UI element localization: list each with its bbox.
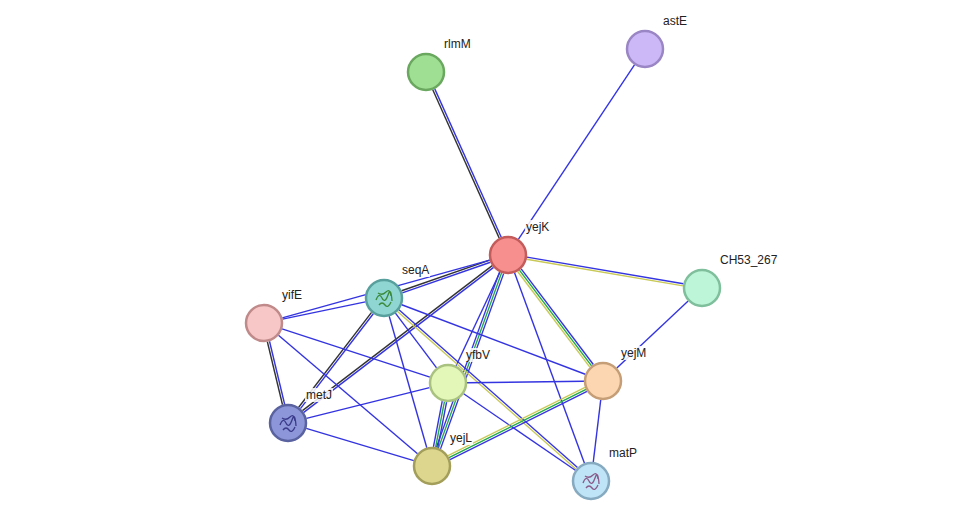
edge-strand bbox=[527, 259, 684, 286]
edge-strand bbox=[433, 90, 499, 238]
interaction-edge bbox=[302, 266, 493, 413]
node-circle bbox=[412, 446, 452, 486]
interaction-edge bbox=[282, 260, 489, 318]
interaction-edge bbox=[617, 301, 688, 368]
node-label: yfbV bbox=[465, 348, 491, 362]
node-circle bbox=[268, 403, 308, 443]
node-label: metJ bbox=[305, 388, 333, 402]
protein-node: CH53_267 bbox=[682, 268, 722, 308]
node-circle bbox=[583, 361, 623, 401]
edge-strand bbox=[435, 89, 501, 237]
edge-strand bbox=[270, 341, 285, 404]
interaction-edge bbox=[467, 381, 584, 383]
interaction-edge bbox=[267, 341, 284, 405]
edge-strand bbox=[617, 301, 688, 368]
node-circle bbox=[571, 461, 611, 501]
protein-node: yfbV bbox=[428, 363, 468, 403]
node-label: rlmM bbox=[443, 37, 472, 51]
node-label: yejM bbox=[620, 346, 647, 360]
interaction-edge bbox=[436, 272, 503, 449]
interaction-edge bbox=[519, 65, 635, 239]
protein-node: matP bbox=[571, 461, 611, 501]
edge-strand bbox=[456, 272, 500, 366]
interaction-edge bbox=[515, 273, 585, 463]
edge-strand bbox=[299, 312, 372, 407]
protein-node: yejK bbox=[488, 235, 528, 275]
interaction-edge bbox=[448, 387, 587, 459]
node-label: yejK bbox=[525, 220, 550, 234]
node-circle bbox=[625, 29, 665, 69]
edge-strand bbox=[304, 267, 494, 412]
edge-strand bbox=[436, 402, 445, 448]
edge-strand bbox=[467, 381, 584, 383]
edge-strand bbox=[300, 314, 373, 409]
node-label: astE bbox=[662, 14, 688, 28]
node-label: yejL bbox=[449, 431, 473, 445]
edge-strand bbox=[302, 266, 492, 411]
edge-strand bbox=[441, 274, 504, 449]
edge-strand bbox=[448, 387, 585, 455]
interaction-edge bbox=[299, 312, 374, 408]
edge-strand bbox=[282, 329, 430, 377]
node-label: yifE bbox=[281, 288, 303, 302]
interaction-edge bbox=[433, 89, 501, 238]
interaction-edge bbox=[306, 428, 414, 460]
protein-node: yifE bbox=[244, 303, 284, 343]
edge-strand bbox=[519, 65, 635, 239]
protein-node: rlmM bbox=[406, 52, 446, 92]
interaction-edge bbox=[283, 302, 366, 319]
protein-node: metJ bbox=[268, 403, 308, 443]
interaction-edge bbox=[433, 401, 446, 448]
edge-strand bbox=[398, 311, 577, 469]
protein-node: astE bbox=[625, 29, 665, 69]
edge-strand bbox=[436, 272, 499, 447]
edge-strand bbox=[267, 342, 282, 405]
node-circle bbox=[244, 303, 284, 343]
node-circle bbox=[406, 52, 446, 92]
edge-strand bbox=[450, 391, 587, 459]
node-label: seqA bbox=[401, 263, 430, 277]
node-circle bbox=[488, 235, 528, 275]
edge-strand bbox=[306, 428, 414, 460]
node-circle bbox=[364, 278, 404, 318]
interaction-edge bbox=[389, 316, 427, 447]
edge-strand bbox=[449, 389, 586, 457]
edge-strand bbox=[593, 400, 600, 462]
protein-node: yejL bbox=[412, 446, 452, 486]
interaction-edge bbox=[593, 400, 600, 462]
node-circle bbox=[428, 363, 468, 403]
node-circle bbox=[682, 268, 722, 308]
edge-strand bbox=[521, 269, 593, 365]
protein-node: seqA bbox=[364, 278, 404, 318]
interaction-edge bbox=[456, 272, 500, 366]
node-label: CH53_267 bbox=[719, 253, 778, 267]
edge-strand bbox=[402, 260, 490, 291]
interaction-edge bbox=[282, 329, 430, 377]
edge-strand bbox=[527, 257, 684, 284]
edge-strand bbox=[389, 316, 427, 447]
edge-strand bbox=[438, 273, 501, 448]
edge-strand bbox=[433, 401, 442, 447]
protein-node: yejM bbox=[583, 361, 623, 401]
edge-strand bbox=[283, 302, 366, 319]
edge-strand bbox=[438, 402, 447, 448]
edge-strand bbox=[519, 270, 591, 366]
edge-strand bbox=[515, 273, 585, 463]
node-label: matP bbox=[608, 446, 638, 460]
edge-strand bbox=[282, 260, 489, 318]
interaction-edge bbox=[527, 257, 684, 286]
